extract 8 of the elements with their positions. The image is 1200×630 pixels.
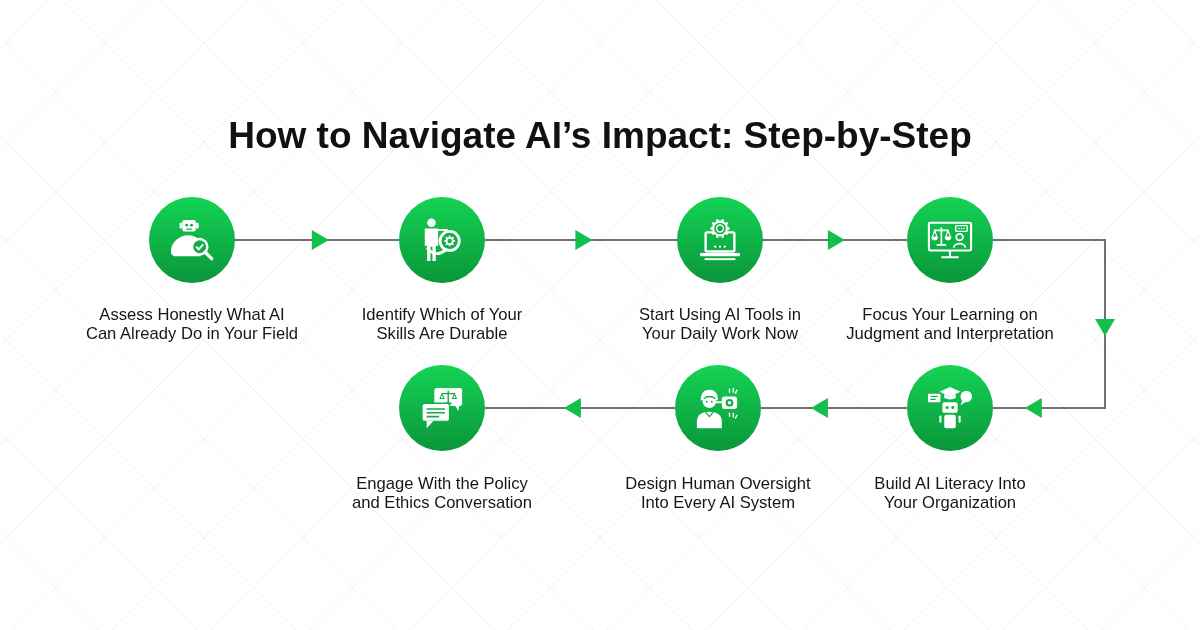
diagram-title: How to Navigate AI’s Impact: Step-by-Step bbox=[228, 114, 972, 158]
step-caption: Build AI Literacy Into Your Organization bbox=[874, 474, 1026, 512]
step-caption: Design Human Oversight Into Every AI System bbox=[625, 474, 811, 512]
step-caption: Start Using AI Tools in Your Daily Work Now bbox=[639, 305, 801, 343]
step-caption: Assess Honestly What AI Can Already Do in Your Field bbox=[85, 305, 299, 343]
step-caption: Identify Which of Your Skills Are Durable bbox=[361, 305, 523, 343]
step-caption: Engage With the Policy and Ethics Conversation bbox=[352, 474, 532, 512]
step-caption: Focus Your Learning on Judgment and Interpretation bbox=[846, 305, 1054, 343]
